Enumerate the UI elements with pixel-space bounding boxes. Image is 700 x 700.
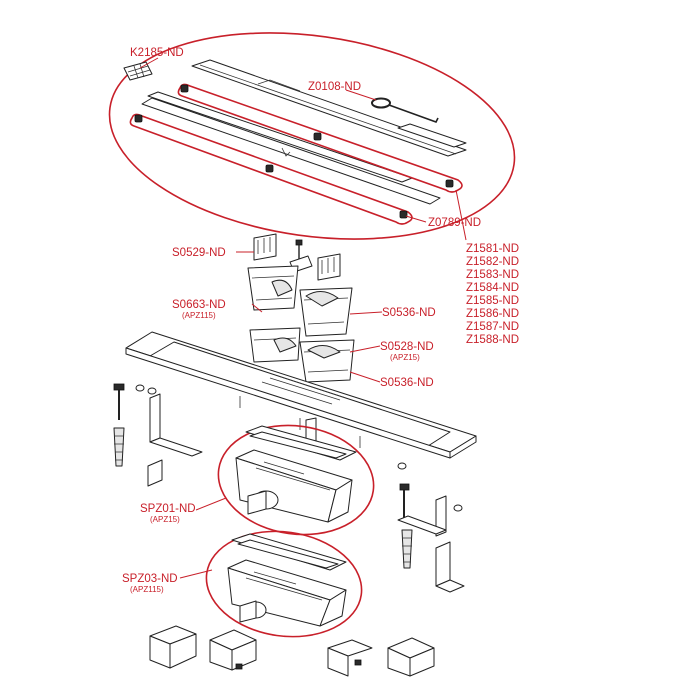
cover-grate [191, 59, 467, 157]
label-spz03-sub: (APZ115) [130, 585, 164, 594]
clip-part-right [317, 253, 341, 281]
mesh-filter-part [123, 61, 153, 81]
label-spz03: SPZ03-ND [122, 573, 178, 585]
label-spz01-sub: (APZ15) [150, 515, 180, 524]
basket-lower-left [249, 327, 301, 363]
washer-left [135, 384, 157, 395]
seal-strip-upper [177, 83, 463, 193]
label-s0663-sub: (APZ115) [182, 311, 216, 320]
label-z-code: Z1582-ND [466, 256, 519, 268]
seal-strip-lower [129, 113, 413, 225]
bracket-right [397, 495, 447, 537]
right-mounting-hardware [397, 462, 465, 593]
label-s0528: S0528-ND [380, 341, 434, 353]
label-z-code: Z1583-ND [466, 269, 519, 281]
siphon-spz01-group [217, 424, 375, 536]
label-z0789: Z0789-ND [428, 217, 481, 229]
part-labels: K2185-ND Z0108-ND Z0789-ND Z1581-ND Z158… [122, 47, 519, 594]
lifting-hook-tool [371, 97, 439, 123]
label-z-code: Z1587-ND [466, 321, 519, 333]
leveling-foot-2 [209, 629, 257, 671]
label-z-code: Z1588-ND [466, 334, 519, 346]
basket-upper-right [299, 287, 353, 337]
bracket-left [149, 393, 203, 457]
basket-upper-left [247, 265, 299, 311]
label-z0108: Z0108-ND [308, 81, 361, 93]
leveling-foot-1 [149, 625, 197, 669]
foot-clip-right [435, 541, 465, 593]
anchor-plug-left [113, 427, 125, 467]
label-z-code-list: Z1581-ND Z1582-ND Z1583-ND Z1584-ND Z158… [466, 243, 519, 346]
bolt-left [113, 383, 125, 420]
basket-lower-right [299, 339, 355, 383]
label-s0663: S0663-ND [172, 299, 226, 311]
frame-rail [141, 91, 441, 205]
top-group-outline [108, 32, 516, 240]
leveling-foot-4 [387, 637, 435, 677]
label-s0536-bottom: S0536-ND [380, 377, 434, 389]
siphon-spz01-outline [217, 424, 375, 536]
washer-right [397, 462, 463, 512]
clip-part-left [253, 233, 277, 261]
leader-lines [139, 57, 467, 579]
label-z-code: Z1581-ND [466, 243, 519, 255]
label-s0528-sub: (APZ15) [390, 353, 420, 362]
anchor-plug-right [401, 529, 413, 569]
label-s0529: S0529-ND [172, 247, 226, 259]
label-spz01: SPZ01-ND [140, 503, 196, 515]
label-s0536-top: S0536-ND [382, 307, 436, 319]
leveling-foot-3 [327, 639, 373, 677]
foot-clip-left [147, 459, 163, 487]
top-group [108, 32, 516, 240]
label-z-code: Z1584-ND [466, 282, 519, 294]
label-k2185: K2185-ND [130, 47, 184, 59]
leveling-feet [149, 625, 435, 677]
label-z-code: Z1585-ND [466, 295, 519, 307]
drain-channel [125, 331, 477, 459]
bolt-right [399, 483, 410, 520]
odour-trap-components [247, 233, 355, 383]
left-mounting-hardware [113, 383, 203, 487]
label-z-code: Z1586-ND [466, 308, 519, 320]
siphon-spz03-outline [205, 530, 363, 638]
siphon-spz03-group [205, 530, 363, 638]
